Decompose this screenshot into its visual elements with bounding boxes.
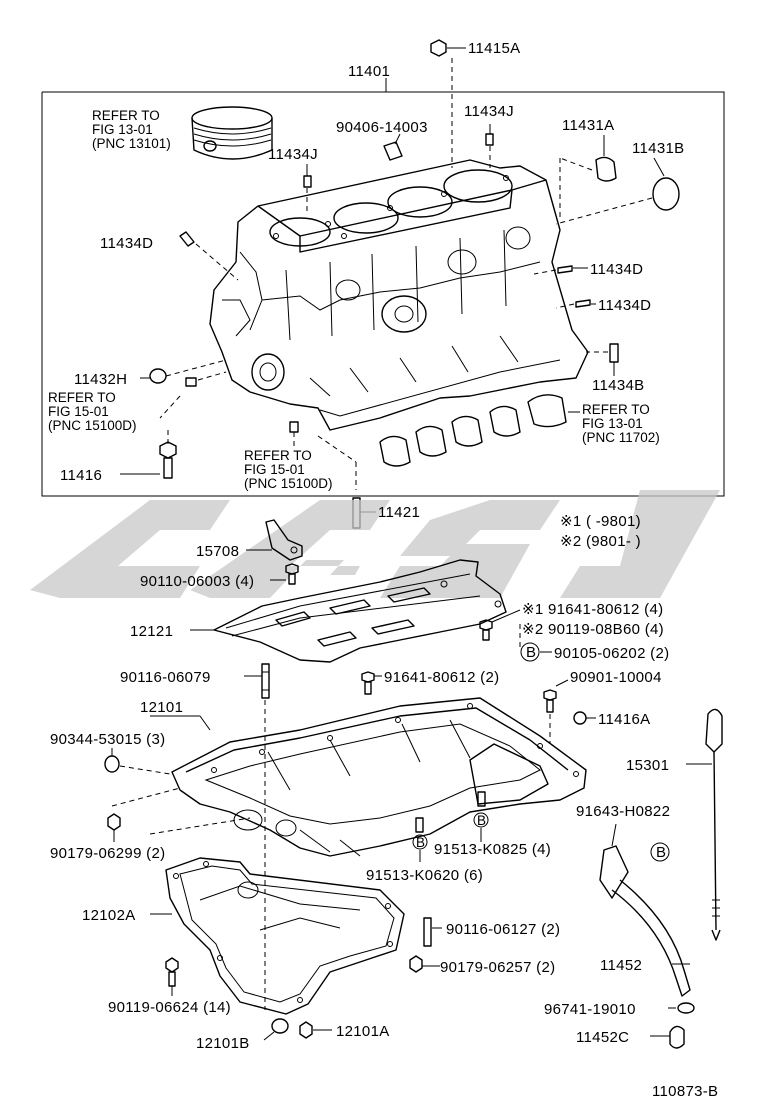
circle-b-1-letter: B [526,644,536,661]
label-bolt-91641-2: 91641-80612 (2) [384,669,499,686]
label-plug-11452c: 11452C [576,1029,629,1046]
plug-90344-part [104,748,171,775]
label-pan-12102a: 12102A [82,907,136,924]
label-bolt-90119-06624: 90119-06624 (14) [108,999,231,1016]
label-pin-11434d-right1: 11434D [590,261,643,278]
bolt-91513-k0825-part [473,791,489,842]
label-refer-left-2: FIG 15-01 [48,404,109,419]
label-refer-bearing-2: FIG 13-01 [582,416,643,431]
label-plug-90344: 90344-53015 (3) [50,731,165,748]
label-bolt-top: 11415A [468,40,520,57]
stud-90116-06127-part [423,917,442,947]
label-refer-piston-2: FIG 13-01 [92,122,153,137]
label-refer-center-1: REFER TO [244,448,312,463]
label-pin-11434j-a: 11434J [464,103,514,120]
label-refer-left-1: REFER TO [48,390,116,405]
crank-bearings [379,394,580,467]
circle-b-2-letter: B [656,844,666,861]
plug-12101a-part [299,1021,332,1039]
engine-block [209,159,589,431]
stud-90116-06079-part [244,663,270,1010]
bolt-11415a-part [430,39,466,168]
block-frame [41,91,725,497]
label-stud-11421: 11421 [378,504,420,521]
label-plate-12121: 12121 [130,623,173,640]
label-plug-12101a: 12101A [336,1023,390,1040]
block-small-parts [120,124,680,490]
circle-b-k0620-letter: B [416,835,425,850]
oil-pan-lower-12102a [150,857,405,1015]
label-pin-90406: 90406-14003 [336,119,428,136]
piston-illustration [191,106,273,160]
label-plug-11431a: 11431A [562,117,614,134]
label-ring-96741: 96741-19010 [544,1001,636,1018]
label-bolt-90105: 90105-06202 (2) [554,645,669,662]
label-bolt-11416: 11416 [60,467,102,484]
label-pin-11434d-right2: 11434D [598,297,651,314]
plug-11416a-part [573,711,596,725]
label-stud-90116-06127: 90116-06127 (2) [446,921,560,938]
label-refer-center-3: (PNC 15100D) [244,476,333,491]
label-pin-11434b: 11434B [592,377,644,394]
label-nut-90179-06299: 90179-06299 (2) [50,845,165,862]
plug-12101b-part [263,1018,289,1041]
label-refer-piston-1: REFER TO [92,108,160,123]
label-bolt-90119-n2: ※2 90119-08B60 (4) [522,621,664,638]
ring-96741-part [668,1002,695,1014]
circle-b-k0825-letter: B [477,813,486,828]
label-plug-11431b: 11431B [632,140,684,157]
label-note2: ※2 (9801- ) [560,533,641,550]
label-bolt-91641-n1: ※1 91641-80612 (4) [522,601,663,618]
label-plug-11432h: 11432H [74,371,127,388]
bolt-90119-06624-part [165,957,179,996]
label-bolt-91513-k0620: 91513-K0620 (6) [366,867,483,884]
label-bracket-15708: 15708 [196,543,239,560]
label-pan-12101: 12101 [140,699,183,716]
nut-90179-06257-part [409,955,440,973]
label-bolt-90110: 90110-06003 (4) [140,573,254,590]
oil-pan-upper-12101 [150,697,587,857]
nut-90179-06299-part [107,787,251,842]
circle-b-2 [650,842,670,862]
label-pin-11434j-b: 11434J [268,146,318,163]
label-plug-12101b: 12101B [196,1035,250,1052]
cgsl-watermark-logo [30,490,720,598]
label-stud-90116-06079: 90116-06079 [120,669,211,686]
label-bolt-91513-k0825: 91513-K0825 (4) [434,841,551,858]
label-refer-bearing-3: (PNC 11702) [582,430,660,445]
label-gauge-15301: 15301 [626,757,669,774]
circle-b-1 [520,642,540,662]
label-refer-left-3: (PNC 15100D) [48,418,137,433]
bolt-91641-lower-part [361,671,382,695]
bolt-91513-k0620-part [412,817,428,862]
bolt-90901-part [543,679,569,744]
label-refer-piston-3: (PNC 13101) [92,136,171,151]
oil-gauge-15301-part [686,708,723,941]
label-note1: ※1 ( -9801) [560,513,641,530]
oil-guide-11452-part [599,823,691,997]
label-bolt-90901: 90901-10004 [570,669,662,686]
label-refer-center-2: FIG 15-01 [244,462,305,477]
bolt-90110-part [270,563,299,585]
bolt-91641-upper-part [479,609,521,650]
stiffening-plate-12121 [190,559,507,663]
label-plug-11416a: 11416A [598,711,650,728]
label-refer-bearing-1: REFER TO [582,402,650,417]
label-guide-11452: 11452 [600,957,642,974]
label-pin-11434d-left: 11434D [100,235,153,252]
label-pin-91643: 91643-H0822 [576,803,670,820]
label-nut-90179-06257: 90179-06257 (2) [440,959,555,976]
label-block: 11401 [348,63,390,80]
bracket-15708-part [246,519,303,561]
plug-11452c-part [650,1025,685,1049]
figure-code: 110873-B [652,1083,718,1100]
